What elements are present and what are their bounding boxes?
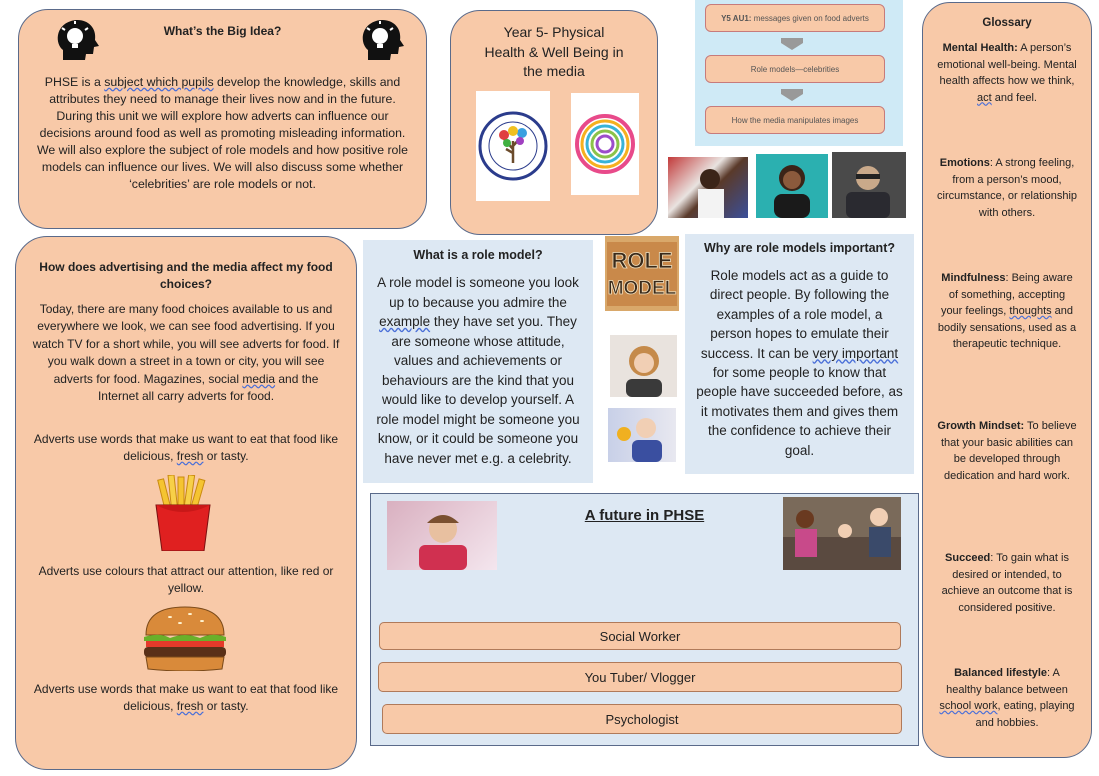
svg-text:MODEL: MODEL <box>608 278 677 299</box>
why-important-title: Why are role models important? <box>703 241 895 255</box>
wellbeing-logo <box>571 93 639 195</box>
role-model-body: A role model is someone you look up to b… <box>376 275 580 466</box>
role-model-panel: What is a role model? A role model is so… <box>363 240 593 483</box>
career-youtuber-vlogger: You Tuber/ Vlogger <box>378 662 902 692</box>
big-idea-body: PHSE is a subject which pupils develop t… <box>37 75 408 191</box>
advertising-para-4: Adverts use words that make us want to e… <box>33 682 339 713</box>
glossary-panel: Glossary Mental Health: A person’s emoti… <box>922 2 1092 758</box>
glossary-entry: Mental Health: A person’s emotional well… <box>937 42 1077 104</box>
svg-text:ROLE: ROLE <box>611 248 672 273</box>
role-model-sign-image: ROLE MODEL <box>605 236 679 311</box>
glossary-entry: Balanced lifestyle: A healthy balance be… <box>939 667 1075 729</box>
career-social-worker: Social Worker <box>379 622 901 650</box>
french-fries-icon <box>148 474 218 556</box>
flow-step-3: How the media manipulates images <box>705 106 885 134</box>
flow-step-2: Role models—celebrities <box>705 55 885 83</box>
advertising-para-1: Today, there are many food choices avail… <box>32 302 340 404</box>
advertising-para-3: Adverts use colours that attract our att… <box>38 564 334 595</box>
glossary-entry: Emotions: A strong feeling, from a perso… <box>937 157 1078 219</box>
author-photo <box>610 335 677 397</box>
career-psychologist: Psychologist <box>382 704 902 734</box>
brain-head-icon <box>358 16 404 69</box>
big-idea-title: What’s the Big Idea? <box>163 24 282 38</box>
big-idea-panel: What’s the Big Idea? PHSE is a subject w… <box>18 9 427 229</box>
presenter-photo <box>756 154 828 218</box>
glossary-entry: Growth Mindset: To believe that your bas… <box>937 420 1077 482</box>
down-arrow-icon <box>781 38 803 50</box>
advertising-title: How does advertising and the media affec… <box>39 260 333 291</box>
future-title: A future in PHSE <box>584 507 705 524</box>
glossary-title: Glossary <box>982 17 1032 29</box>
counselling-photo <box>783 497 901 570</box>
glossary-entry: Mindfulness: Being aware of something, a… <box>937 272 1077 350</box>
big-idea-link: subject which pupils <box>104 75 214 89</box>
gymnast-photo <box>608 408 676 462</box>
burger-icon <box>140 605 230 676</box>
flow-step-1: Y5 AU1: messages given on food adverts <box>705 4 885 32</box>
unit-title: Year 5- Physical Health & Well Being in … <box>484 24 624 79</box>
unit-flow-panel: Y5 AU1: messages given on food adverts R… <box>695 0 903 146</box>
down-arrow-icon <box>781 89 803 101</box>
role-model-title: What is a role model? <box>413 248 543 262</box>
unit-title-panel: Year 5- Physical Health & Well Being in … <box>450 10 658 235</box>
brain-head-icon <box>53 16 99 69</box>
glossary-entry: Succeed: To gain what is desired or inte… <box>941 552 1073 614</box>
school-logo <box>476 91 550 201</box>
why-important-body: Role models act as a guide to direct peo… <box>696 268 903 458</box>
why-important-panel: Why are role models important? Role mode… <box>685 234 914 474</box>
scientist-photo <box>832 152 906 218</box>
advertising-para-2: Adverts use words that make us want to e… <box>33 432 339 463</box>
vlogger-photo <box>387 501 497 570</box>
future-panel: A future in PHSE Social Worker You Tuber… <box>370 493 919 746</box>
advertising-panel: How does advertising and the media affec… <box>15 236 357 770</box>
athlete-photo <box>668 157 748 218</box>
